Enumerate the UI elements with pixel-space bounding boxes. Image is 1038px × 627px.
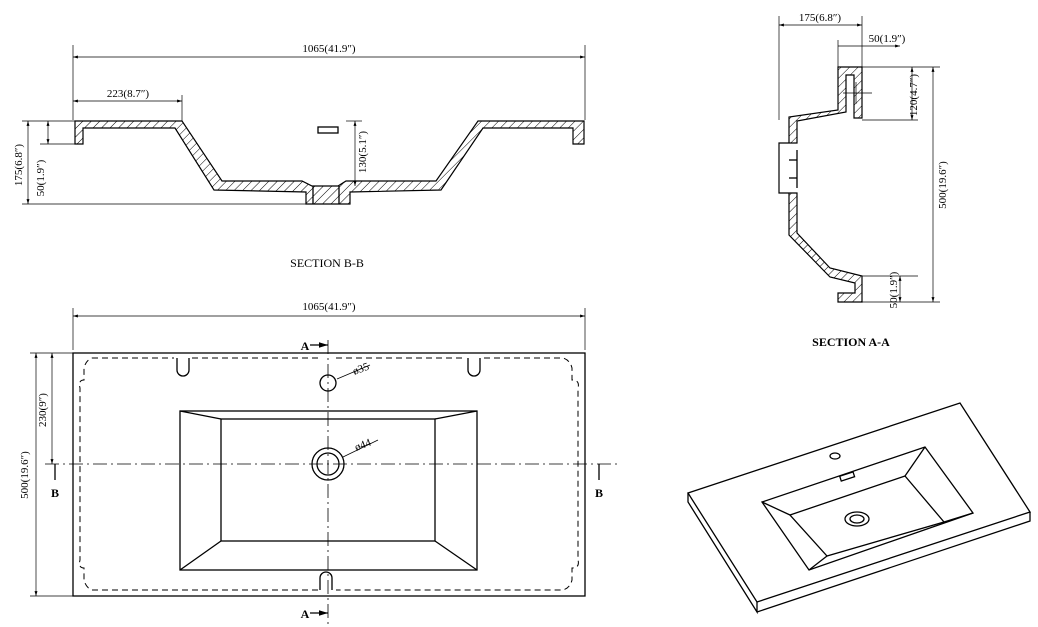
- bb-width-dim: 1065(41.9″): [302, 43, 355, 55]
- plan-view-drawing: [30, 308, 618, 625]
- aa-total-dim: 500(19.6″): [937, 161, 949, 209]
- isometric-view: [687, 402, 1032, 615]
- section-marker-b-left: B: [51, 486, 59, 500]
- section-aa-title: SECTION A-A: [812, 335, 890, 349]
- section-marker-b-right: B: [595, 486, 603, 500]
- aa-back-dim: 120(4.7″): [908, 74, 920, 116]
- aa-front-dim: 50(1.9″): [888, 271, 900, 308]
- bb-depth-dim: 130(5.1″): [357, 131, 369, 173]
- section-aa-drawing: [778, 16, 940, 303]
- plan-width-dim: 1065(41.9″): [302, 301, 355, 313]
- drain-hole-label: ø44: [353, 437, 373, 454]
- plan-half-dim: 230(9″): [37, 393, 49, 427]
- bb-ledge-dim: 223(8.7″): [107, 88, 149, 100]
- tap-hole-label: ø35: [351, 361, 371, 378]
- bb-height-dim: 175(6.8″): [13, 144, 25, 186]
- section-marker-a-bottom: A: [301, 607, 310, 621]
- aa-rim-dim: 50(1.9″): [869, 33, 906, 45]
- section-marker-a-top: A: [301, 339, 310, 353]
- aa-top-dim: 175(6.8″): [799, 12, 841, 24]
- plan-depth-dim: 500(19.6″): [19, 451, 31, 499]
- bb-rim-dim: 50(1.9″): [35, 159, 47, 196]
- section-bb-title: SECTION B-B: [290, 256, 364, 270]
- section-bb-drawing: [22, 45, 586, 205]
